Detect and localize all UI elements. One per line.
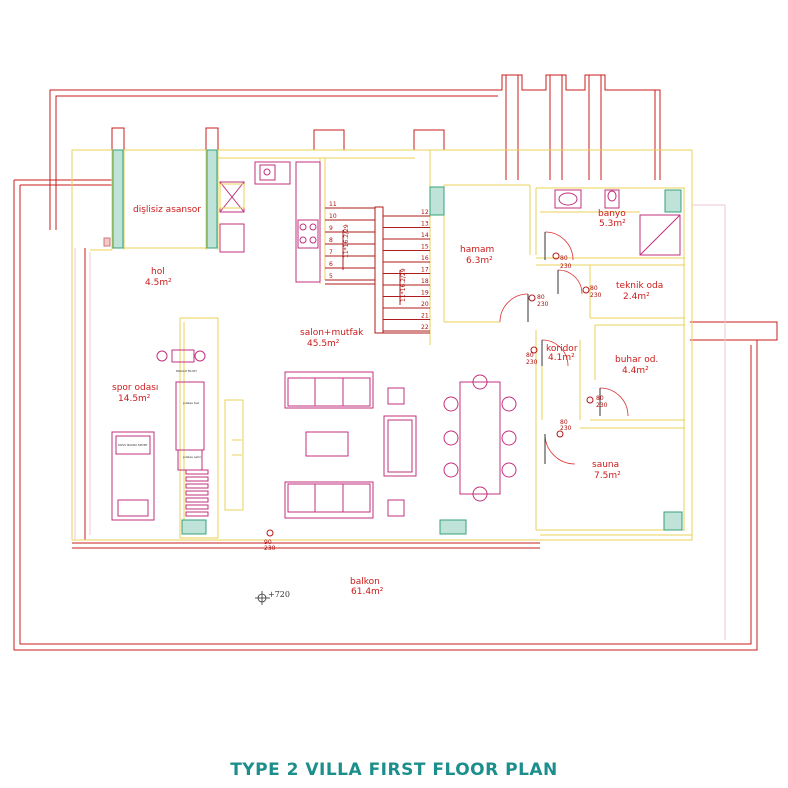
svg-text:pilates sehir: pilates sehir	[183, 455, 202, 459]
stair-step-number: 6	[329, 261, 333, 268]
dining-chair	[501, 430, 517, 446]
door-tag-teknik-w: 80	[590, 285, 598, 292]
room-dislisiz-asansor: dişlisiz asansor	[133, 205, 201, 215]
interior-walls	[71, 149, 726, 640]
door-tag-banyo-h: 230	[560, 263, 572, 270]
dumbbell	[185, 483, 209, 489]
stair-dim-right: 11*16.2/29	[400, 268, 407, 302]
stair-step-number: 20	[421, 301, 429, 308]
room-balkon-area: 61.4m²	[351, 587, 384, 597]
plan-title: TYPE 2 VILLA FIRST FLOOR PLAN	[230, 760, 558, 780]
outer-walls	[13, 74, 778, 651]
dumbbell	[185, 504, 209, 510]
door-tag-hamam-h: 230	[537, 301, 549, 308]
room-hol-name: hol	[151, 267, 165, 277]
room-teknik-name: teknik oda	[616, 281, 663, 291]
stair-step-number: 22	[421, 324, 429, 331]
dumbbell	[185, 497, 209, 503]
doors	[499, 231, 629, 465]
door-tag-balkon-w: 90	[264, 539, 272, 546]
door-tag-hamam-w: 80	[537, 294, 545, 301]
room-spor-name: spor odası	[112, 383, 158, 393]
room-koridor-area: 4.1m²	[548, 353, 575, 363]
stair-step-number: 7	[329, 249, 333, 256]
door-tag-sauna-h: 230	[560, 425, 572, 432]
room-koridor-name: koridor	[546, 344, 578, 354]
stair-step-number: 9	[329, 225, 333, 232]
stair-step-number: 5	[329, 273, 333, 280]
stair-step-number: 18	[421, 278, 429, 285]
door-tag-balkon-h: 230	[264, 545, 276, 552]
stair-step-number: 13	[421, 221, 429, 228]
room-sauna-area: 7.5m²	[594, 471, 621, 481]
bath-fixtures	[554, 189, 681, 256]
room-labels: dişlisiz asansor hol 4.5m² spor odası 14…	[112, 205, 663, 597]
door-tag-buhar-h: 230	[596, 402, 608, 409]
room-hol-area: 4.5m²	[145, 278, 172, 288]
stair-step-number: 17	[421, 267, 429, 274]
door-tag-koridor-h: 230	[526, 359, 538, 366]
dining-chair	[472, 374, 488, 390]
level-value: +720	[268, 590, 290, 599]
door-tag-sauna-w: 80	[560, 419, 568, 426]
room-salon-name: salon+mutfak	[300, 328, 364, 338]
dining-chair	[501, 396, 517, 412]
room-banyo-name: banyo	[598, 209, 626, 219]
gym-equipment: pilates tezi pilates sehir KOSU BANDI SP…	[111, 349, 209, 521]
dining-chair	[501, 462, 517, 478]
stair-step-number: 8	[329, 237, 333, 244]
door-tag-koridor-w: 80	[526, 352, 534, 359]
stair-step-number: 11	[329, 201, 337, 208]
room-sauna-name: sauna	[592, 460, 619, 470]
stair-step-number: 19	[421, 290, 429, 297]
room-banyo-area: 5.3m²	[599, 219, 626, 229]
dumbbell	[185, 476, 209, 482]
svg-text:DRAGO MULTI: DRAGO MULTI	[176, 369, 197, 373]
door-tag-banyo-w: 80	[560, 255, 568, 262]
dumbbell	[185, 469, 209, 475]
stair-dim-left: 11*16.2/29	[343, 224, 350, 258]
dining-chair	[443, 396, 459, 412]
room-hamam-name: hamam	[460, 245, 494, 255]
room-spor-area: 14.5m²	[118, 394, 151, 404]
level-marker: +720	[255, 590, 290, 605]
dining-chair	[443, 462, 459, 478]
door-tag-buhar-w: 80	[596, 395, 604, 402]
door-tag-teknik-h: 230	[590, 292, 602, 299]
door-tags: 80 230 80 230 80 230 80 230 80 230 80 23…	[264, 252, 608, 552]
stair-step-number: 21	[421, 313, 429, 320]
room-buhar-name: buhar od.	[615, 355, 658, 365]
stair-step-number: 10	[329, 213, 337, 220]
kitchen-elevator	[219, 161, 321, 283]
room-balkon-name: balkon	[350, 577, 380, 587]
dining-chair	[472, 486, 488, 502]
dumbbell	[185, 490, 209, 496]
living-furniture	[284, 371, 517, 519]
room-teknik-area: 2.4m²	[623, 292, 650, 302]
room-buhar-area: 4.4m²	[622, 366, 649, 376]
stair-step-number: 14	[421, 232, 429, 239]
stair-step-number: 16	[421, 255, 429, 262]
svg-text:pilates tezi: pilates tezi	[183, 401, 200, 405]
dumbbell	[185, 511, 209, 517]
room-hamam-area: 6.3m²	[466, 256, 493, 266]
stair-step-number: 12	[421, 209, 429, 216]
staircase: 11 10 9 8 7 6 5 12 13 14 15 16 17 18 19 20 21 22	[325, 201, 430, 334]
svg-text:KOSU BANDI SPORT: KOSU BANDI SPORT	[118, 443, 148, 447]
dining-chair	[443, 430, 459, 446]
stair-step-number: 15	[421, 244, 429, 251]
room-salon-area: 45.5m²	[307, 339, 340, 349]
columns	[103, 149, 683, 535]
